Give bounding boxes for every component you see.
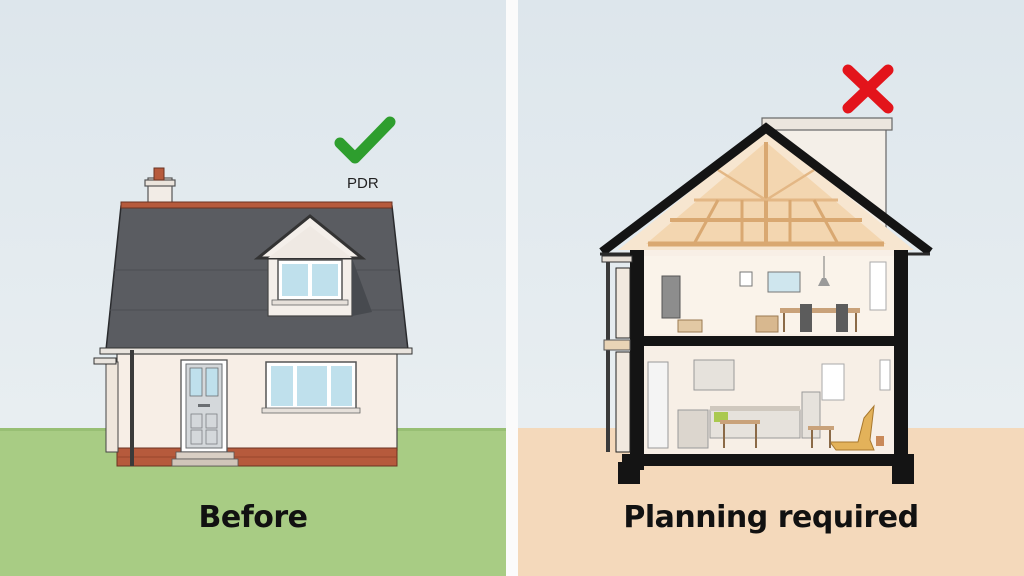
- after-panel: Planning required: [518, 0, 1024, 576]
- checkmark-icon: [334, 116, 396, 164]
- front-door: [171, 359, 239, 467]
- before-panel: PDR Before: [0, 0, 506, 576]
- pdr-label: PDR: [347, 175, 379, 192]
- before-caption: Before: [198, 500, 308, 535]
- before-house-illustration: PDR: [0, 116, 506, 576]
- after-caption: Planning required: [623, 500, 919, 535]
- dormer-window: [253, 214, 372, 317]
- lower-floor-interior: [647, 359, 891, 451]
- after-house-cross-section: [518, 64, 1024, 576]
- upper-floor-interior: [661, 256, 887, 333]
- main-roof: [99, 201, 413, 355]
- front-window: [261, 361, 361, 414]
- panel-divider: [506, 0, 518, 576]
- cross-icon: [842, 64, 894, 114]
